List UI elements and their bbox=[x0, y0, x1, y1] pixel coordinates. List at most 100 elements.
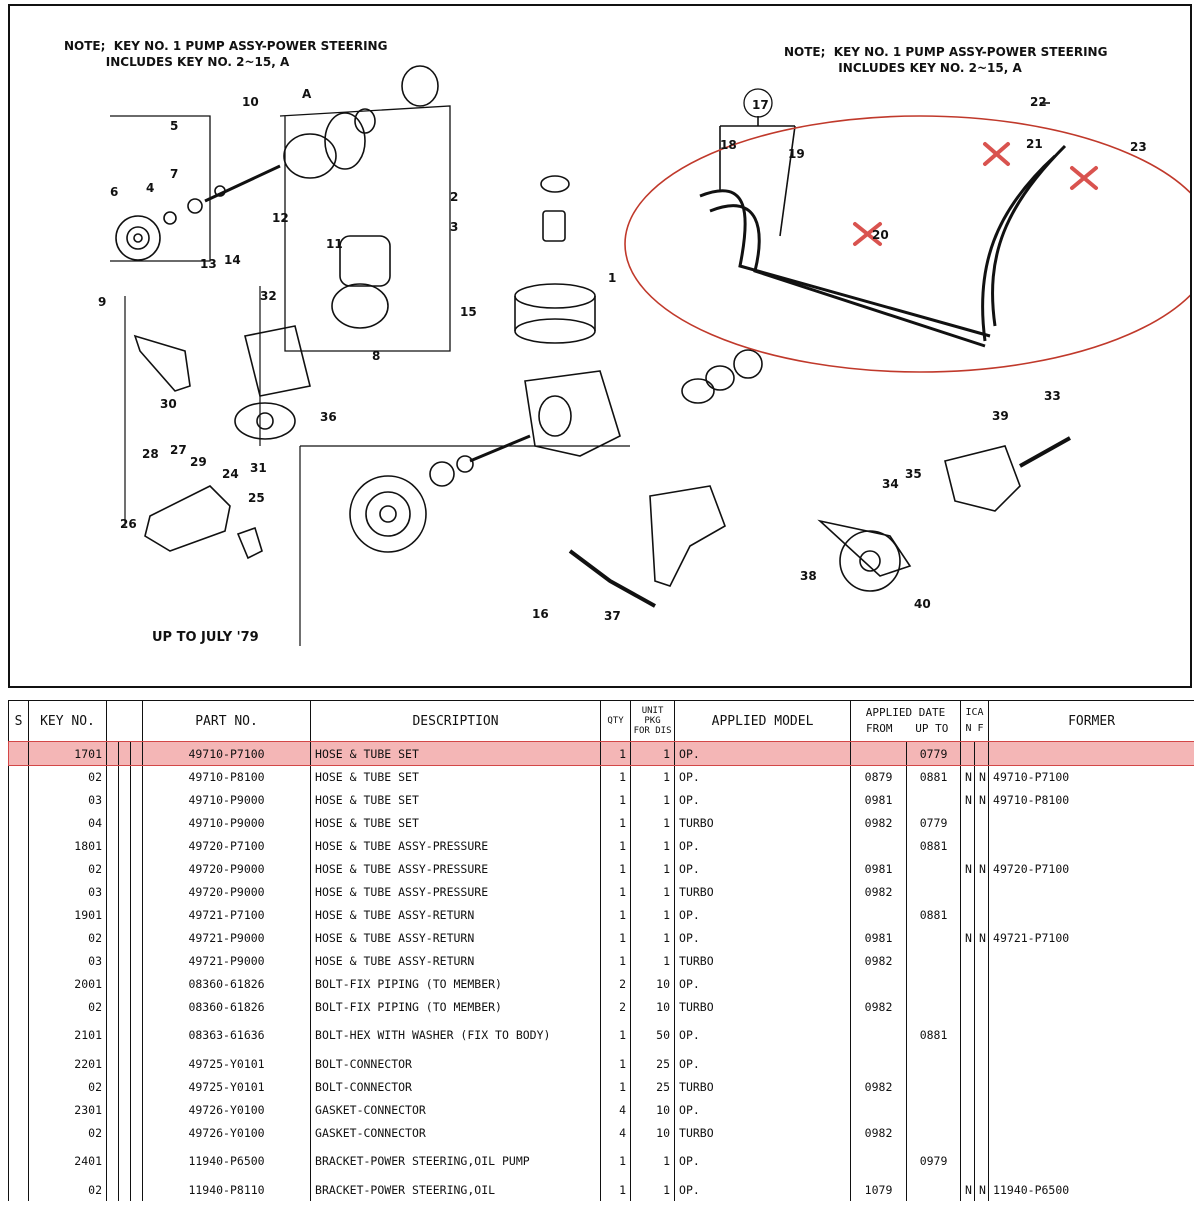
cell-applied-model: OP. bbox=[674, 1144, 852, 1178]
cell-former bbox=[988, 903, 1194, 926]
cell-key-no: 2001 bbox=[28, 972, 107, 995]
cell-blank-3 bbox=[129, 1098, 144, 1121]
cell-blank-3 bbox=[129, 788, 144, 811]
callout-32: 32 bbox=[260, 289, 277, 303]
cell-blank-3 bbox=[129, 903, 144, 926]
cell-part-no: 49710-P9000 bbox=[142, 811, 312, 834]
cell-ica-f bbox=[974, 903, 990, 926]
header-s: S bbox=[8, 700, 29, 742]
cell-blank-1 bbox=[106, 949, 119, 972]
cell-blank-2 bbox=[118, 1121, 131, 1144]
cell-applied-model: TURBO bbox=[674, 1075, 852, 1098]
cell-former bbox=[988, 1018, 1194, 1052]
callout-38: 38 bbox=[800, 569, 817, 583]
cell-description: BRACKET-POWER STEERING,OIL PUMP bbox=[310, 1144, 602, 1178]
cell-blank-1 bbox=[106, 926, 119, 949]
cell-date-up-to bbox=[906, 1075, 962, 1098]
cell-s bbox=[8, 834, 29, 857]
cell-date-from: 0982 bbox=[850, 1075, 908, 1098]
cell-blank-3 bbox=[129, 811, 144, 834]
cell-ica-f: N bbox=[974, 1178, 990, 1201]
cell-s bbox=[8, 903, 29, 926]
cell-date-from: 0982 bbox=[850, 880, 908, 903]
callout-39: 39 bbox=[992, 409, 1009, 423]
cell-date-from: 1079 bbox=[850, 1178, 908, 1201]
callout-18: 18 bbox=[720, 138, 737, 152]
cell-part-no: 49725-Y0101 bbox=[142, 1075, 312, 1098]
parts-table-container: S KEY NO. PART NO. DESCRIPTION QTY UNIT … bbox=[8, 700, 1194, 1210]
cell-ica-n: N bbox=[960, 1178, 976, 1201]
callout-4: 4 bbox=[146, 181, 154, 195]
cell-key-no: 2301 bbox=[28, 1098, 107, 1121]
header-former: FORMER bbox=[988, 700, 1194, 742]
cell-qty: 1 bbox=[600, 926, 632, 949]
cell-part-no: 11940-P6500 bbox=[142, 1144, 312, 1178]
cell-ica-n bbox=[960, 1121, 976, 1144]
callout-16: 16 bbox=[532, 607, 549, 621]
cell-ica-n bbox=[960, 1018, 976, 1052]
cell-description: BOLT-CONNECTOR bbox=[310, 1075, 602, 1098]
cell-qty: 1 bbox=[600, 765, 632, 788]
cell-unit-pkg: 1 bbox=[630, 788, 676, 811]
callout-17: 17 bbox=[752, 98, 769, 112]
cell-applied-model: OP. bbox=[674, 741, 852, 765]
cell-qty: 1 bbox=[600, 1052, 632, 1075]
cell-part-no: 49721-P9000 bbox=[142, 949, 312, 972]
note-left: NOTE; KEY NO. 1 PUMP ASSY-POWER STEERING… bbox=[64, 39, 388, 69]
callout-11: 11 bbox=[326, 237, 343, 251]
cell-key-no: 02 bbox=[28, 1178, 107, 1201]
cell-ica-f bbox=[974, 1075, 990, 1098]
cell-description: GASKET-CONNECTOR bbox=[310, 1121, 602, 1144]
cell-applied-model: TURBO bbox=[674, 995, 852, 1018]
cell-part-no: 49710-P9000 bbox=[142, 788, 312, 811]
cell-date-up-to: 0979 bbox=[906, 1144, 962, 1178]
callout-40: 40 bbox=[914, 597, 931, 611]
callout-9: 9 bbox=[98, 295, 106, 309]
cell-key-no: 2101 bbox=[28, 1018, 107, 1052]
cell-qty: 2 bbox=[600, 972, 632, 995]
callout-30: 30 bbox=[160, 397, 177, 411]
cell-date-up-to: 0779 bbox=[906, 811, 962, 834]
cell-qty: 1 bbox=[600, 811, 632, 834]
cell-date-up-to: 0881 bbox=[906, 834, 962, 857]
cell-blank-3 bbox=[129, 1121, 144, 1144]
cell-date-from bbox=[850, 1144, 908, 1178]
parts-table: S KEY NO. PART NO. DESCRIPTION QTY UNIT … bbox=[8, 700, 1194, 1201]
callout-1: 1 bbox=[608, 271, 616, 285]
cell-date-up-to bbox=[906, 788, 962, 811]
cell-applied-model: OP. bbox=[674, 1018, 852, 1052]
cell-unit-pkg: 1 bbox=[630, 765, 676, 788]
header-key-no: KEY NO. bbox=[28, 700, 107, 742]
cell-s bbox=[8, 949, 29, 972]
cell-unit-pkg: 10 bbox=[630, 1098, 676, 1121]
cell-description: GASKET-CONNECTOR bbox=[310, 1098, 602, 1121]
cell-applied-model: OP. bbox=[674, 765, 852, 788]
cell-key-no: 02 bbox=[28, 1075, 107, 1098]
callout-14: 14 bbox=[224, 253, 241, 267]
cell-blank-1 bbox=[106, 1098, 119, 1121]
cell-former bbox=[988, 949, 1194, 972]
cell-key-no: 02 bbox=[28, 995, 107, 1018]
cell-former bbox=[988, 834, 1194, 857]
callout-5: 5 bbox=[170, 119, 178, 133]
cell-former bbox=[988, 1144, 1194, 1178]
cell-unit-pkg: 1 bbox=[630, 1144, 676, 1178]
cell-blank-2 bbox=[118, 926, 131, 949]
cell-blank-3 bbox=[129, 834, 144, 857]
cell-unit-pkg: 1 bbox=[630, 1178, 676, 1201]
cell-ica-n: N bbox=[960, 926, 976, 949]
cell-ica-n bbox=[960, 834, 976, 857]
cell-blank-2 bbox=[118, 1098, 131, 1121]
cell-key-no: 02 bbox=[28, 926, 107, 949]
cell-blank-2 bbox=[118, 1144, 131, 1178]
cell-date-from: 0981 bbox=[850, 926, 908, 949]
cell-s bbox=[8, 788, 29, 811]
